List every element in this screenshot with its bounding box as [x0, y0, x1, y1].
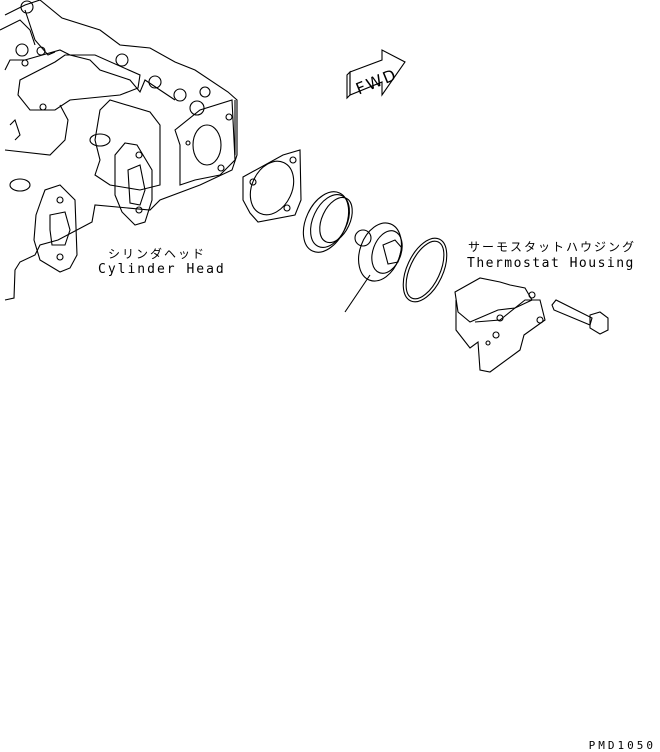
thermostat-housing-label-en: Thermostat Housing	[467, 256, 635, 271]
o-ring	[402, 237, 448, 303]
bolt	[551, 299, 609, 335]
fwd-arrow-icon	[346, 49, 406, 100]
cylinder-head-label-en: Cylinder Head	[98, 262, 226, 277]
thermostat-housing	[454, 277, 546, 373]
thermostat-housing-label-jp: サーモスタットハウジング	[468, 240, 637, 254]
seal-ring	[302, 191, 353, 253]
thermostat	[344, 222, 403, 313]
figure-code: PMD1050	[588, 739, 656, 752]
cylinder-head-label-jp: シリンダヘッド	[108, 247, 207, 261]
cylinder-head	[0, 0, 238, 301]
gasket	[242, 149, 302, 223]
